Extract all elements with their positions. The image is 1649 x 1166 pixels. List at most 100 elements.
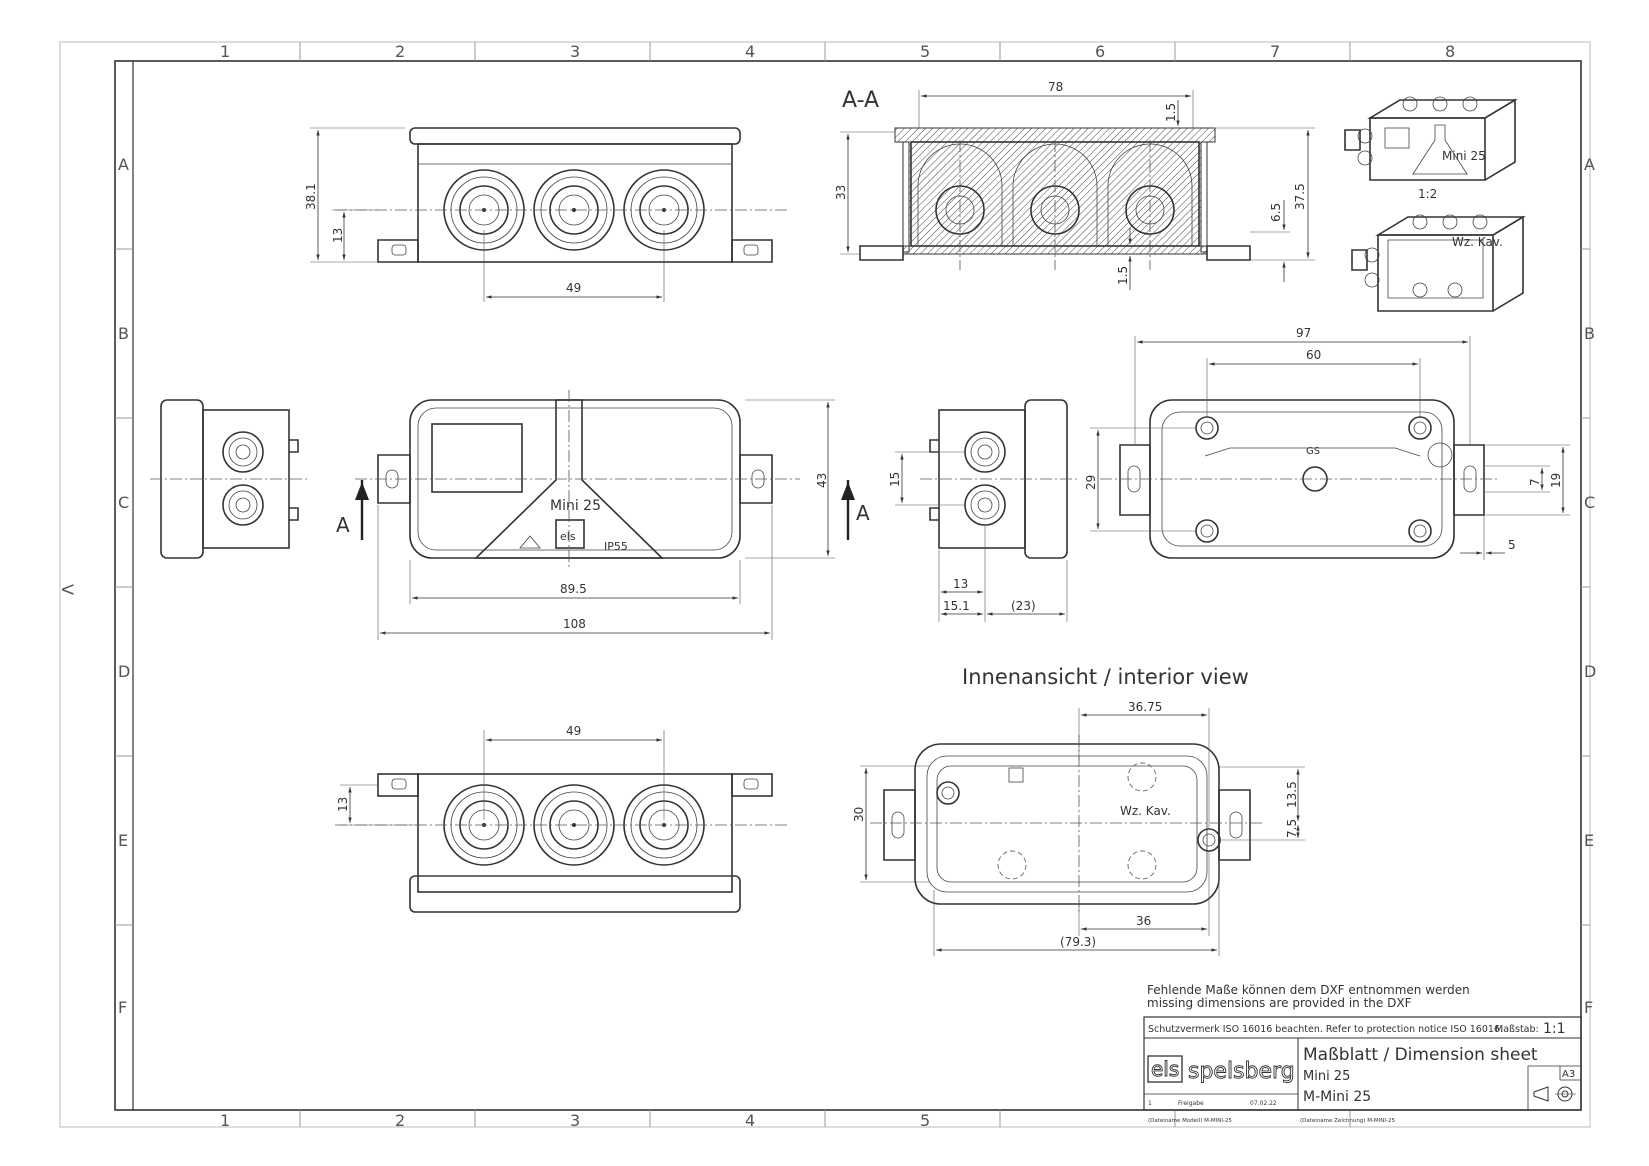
zone-row-f: F — [118, 998, 127, 1017]
dim-bot-7: 7 — [1528, 478, 1542, 486]
dim-sec-step: 6.5 — [1269, 203, 1283, 222]
zone-row-d-right: D — [1584, 662, 1596, 681]
section-marker-right: A — [856, 501, 870, 525]
svg-text:els: els — [1151, 1057, 1179, 1081]
zone-col-3-bottom: 3 — [570, 1111, 580, 1130]
lid-product-name: Mini 25 — [550, 498, 601, 514]
lid-logo-mark: els — [560, 530, 576, 543]
dim-top-hole: 13 — [331, 228, 345, 243]
scale-label: Maßstab: — [1495, 1024, 1539, 1035]
section-label: A-A — [842, 88, 879, 113]
dim-int-75: 7.5 — [1285, 819, 1299, 838]
zone-col-8: 8 — [1445, 42, 1455, 61]
dim-side-ref: (23) — [1011, 599, 1036, 613]
dim-sec-wall: 1.5 — [1164, 103, 1178, 122]
dim-bot-97: 97 — [1296, 326, 1311, 340]
dim-top-height: 38.1 — [304, 183, 318, 210]
dim-sec-height: 33 — [834, 185, 848, 200]
projection-symbol-icon — [1533, 1086, 1576, 1102]
file-drawing: (Dateiname Zeichnung) M-MINI-25 — [1300, 1118, 1396, 1124]
zone-labels: 1 2 3 4 5 6 7 8 1 2 3 4 5 A B C D E F A … — [58, 42, 1596, 1130]
dim-low-hole: 13 — [336, 797, 350, 812]
dim-low-pitch: 49 — [566, 724, 581, 738]
protection-notice: Schutzvermerk ISO 16016 beachten. Refer … — [1148, 1024, 1503, 1035]
zone-row-c: C — [118, 493, 129, 512]
iso-lid-mark: Mini 25 — [1442, 149, 1486, 163]
view-lid: Mini 25 els IP55 A A 43 89.5 108 — [336, 390, 870, 640]
view-bottom: GS 97 60 29 7 19 5 — [1084, 326, 1570, 560]
rev-date: 07.02.22 — [1250, 1100, 1277, 1107]
title-block: Schutzvermerk ISO 16016 beachten. Refer … — [1143, 1016, 1582, 1124]
view-front-top: 38.1 13 49 — [304, 127, 790, 302]
interior-view-title: Innenansicht / interior view — [962, 665, 1249, 689]
iso-interior-mark: Wz. Kav. — [1452, 235, 1503, 249]
dim-front-total: 108 — [563, 617, 586, 631]
dim-sec-outer: 37.5 — [1293, 183, 1307, 210]
view-end-left — [150, 399, 310, 559]
dim-int-793: (79.3) — [1060, 935, 1096, 949]
zone-row-f-right: F — [1584, 998, 1593, 1017]
dim-front-height: 43 — [815, 473, 829, 488]
svg-text:spelsberg: spelsberg — [1188, 1059, 1295, 1084]
dim-bot-5: 5 — [1508, 538, 1516, 552]
view-interior: Innenansicht / interior view Wz. Kav. 36… — [852, 665, 1305, 956]
side-mark: V — [58, 584, 77, 595]
zone-col-5-bottom: 5 — [920, 1111, 930, 1130]
iso-view-closed: Mini 25 1:2 — [1344, 96, 1518, 201]
zone-row-a-right: A — [1584, 155, 1595, 174]
zone-col-7: 7 — [1270, 42, 1280, 61]
dim-side-depth: 15.1 — [943, 599, 970, 613]
note-line-2: missing dimensions are provided in the D… — [1147, 996, 1412, 1010]
zone-col-3: 3 — [570, 42, 580, 61]
rev-index: 1 — [1148, 1100, 1152, 1107]
dim-side-h: 13 — [953, 577, 968, 591]
dim-bot-29: 29 — [1084, 475, 1098, 490]
dim-front-inner: 89.5 — [560, 582, 587, 596]
zone-row-d: D — [118, 662, 130, 681]
zone-row-e-right: E — [1584, 831, 1594, 850]
dim-sec-width: 78 — [1048, 80, 1063, 94]
dim-sec-floor: 1.5 — [1116, 266, 1130, 285]
view-front-lower: 49 13 — [335, 724, 790, 913]
dim-int-36: 36 — [1136, 914, 1151, 928]
dim-int-135: 13.5 — [1285, 781, 1299, 808]
section-marker-left: A — [336, 513, 350, 537]
zone-col-2-bottom: 2 — [395, 1111, 405, 1130]
iso-view-open: Wz. Kav. — [1351, 214, 1526, 312]
zone-col-2: 2 — [395, 42, 405, 61]
zone-col-5: 5 — [920, 42, 930, 61]
zone-col-6: 6 — [1095, 42, 1105, 61]
view-end-right: 15 13 15.1 (23) — [888, 399, 1080, 622]
sheet-format: A3 — [1562, 1069, 1575, 1080]
dim-int-3675: 36.75 — [1128, 700, 1162, 714]
sheet-title: Maßblatt / Dimension sheet — [1303, 1045, 1538, 1065]
lid-rating: IP55 — [604, 540, 628, 553]
interior-mark: Wz. Kav. — [1120, 804, 1171, 818]
view-section-aa: A-A 78 1.5 33 37.5 6.5 1.5 — [834, 80, 1315, 290]
zone-col-1-bottom: 1 — [220, 1111, 230, 1130]
zone-row-b: B — [118, 324, 129, 343]
dim-top-pitch: 49 — [566, 281, 581, 295]
notes: Fehlende Maße können dem DXF entnommen w… — [1147, 983, 1470, 1010]
sheet-product: Mini 25 — [1303, 1069, 1350, 1084]
zone-col-4-bottom: 4 — [745, 1111, 755, 1130]
company-logo: els spelsberg — [1147, 1055, 1295, 1084]
zone-row-c-right: C — [1584, 493, 1595, 512]
zone-col-1: 1 — [220, 42, 230, 61]
file-model: (Dateiname Modell) M-MINI-25 — [1148, 1118, 1232, 1124]
zone-row-a: A — [118, 155, 129, 174]
zone-row-e: E — [118, 831, 128, 850]
drawing-number: M-Mini 25 — [1303, 1089, 1371, 1105]
rev-text: Freigabe — [1178, 1100, 1204, 1107]
note-line-1: Fehlende Maße können dem DXF entnommen w… — [1147, 983, 1470, 997]
dim-int-30: 30 — [852, 807, 866, 822]
dim-bot-19: 19 — [1549, 473, 1563, 488]
dim-side-hole: 15 — [888, 472, 902, 487]
scale-value: 1:1 — [1543, 1021, 1566, 1037]
zone-col-4: 4 — [745, 42, 755, 61]
zone-row-b-right: B — [1584, 324, 1595, 343]
iso-scale: 1:2 — [1418, 187, 1437, 201]
sheet-frame — [59, 41, 1591, 1128]
dim-bot-60: 60 — [1306, 348, 1321, 362]
